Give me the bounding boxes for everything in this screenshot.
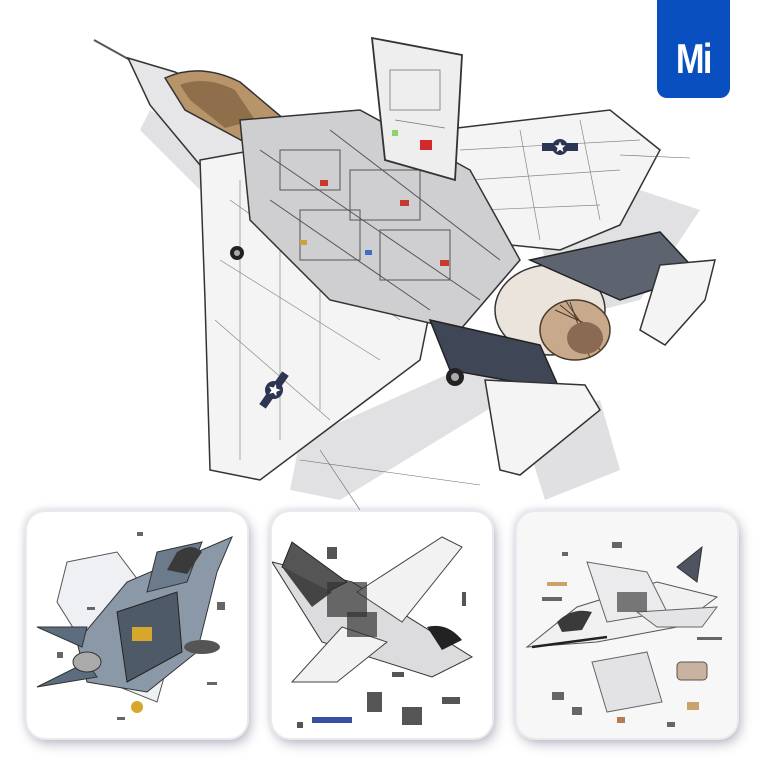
thumbnail-image-2 [272, 536, 474, 728]
thumbnail-card-3[interactable] [517, 512, 737, 738]
brand-logo-text: Mi [676, 35, 713, 82]
thumbnail-image-3 [525, 542, 722, 727]
insignia-roundel-left [259, 371, 289, 409]
landing-gear [230, 246, 464, 386]
hero-jet-illustration [80, 20, 740, 511]
brand-logo: Mi [657, 0, 730, 98]
thumbnail-image-1 [36, 532, 233, 720]
thumbnail-card-1[interactable] [27, 512, 247, 738]
insignia-roundel-right [542, 139, 578, 155]
thumbnail-card-2[interactable] [272, 512, 492, 738]
